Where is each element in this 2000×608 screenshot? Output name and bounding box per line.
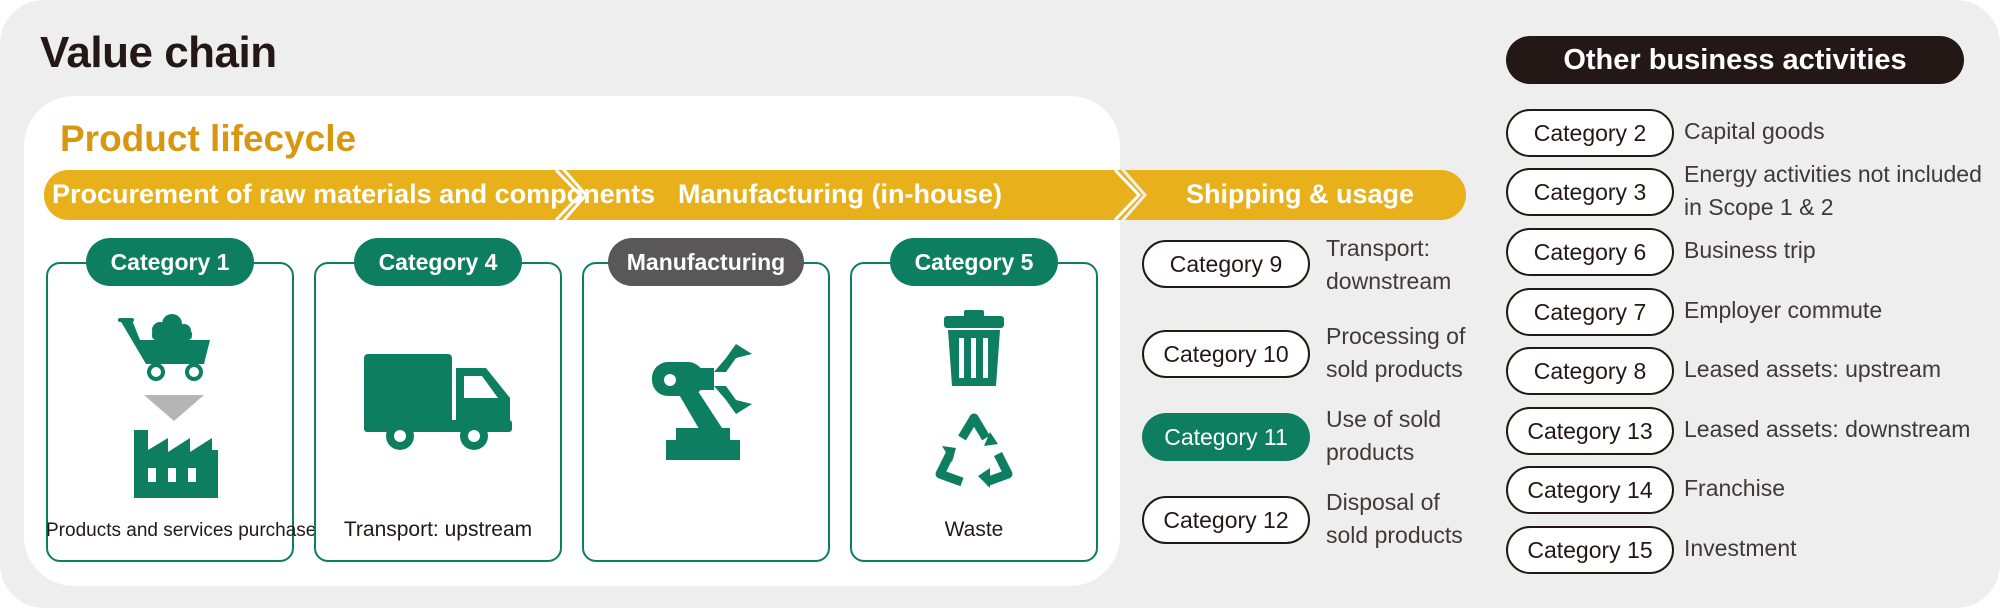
stage-arrow-manufacturing	[566, 170, 1143, 220]
category-6-pill: Category 6	[1506, 228, 1674, 276]
category-11-pill: Category 11	[1142, 413, 1310, 461]
category-11-desc-line1: Use of sold	[1326, 406, 1442, 432]
stage-arrow-procurement	[44, 170, 584, 220]
category-5-badge: Category 5	[890, 238, 1058, 286]
category-8-pill: Category 8	[1506, 347, 1674, 395]
stage-divider-1	[554, 170, 583, 220]
stage-label-procurement: Procurement of raw materials and compone…	[52, 179, 656, 209]
category-9-desc: Transport: downstream	[1326, 232, 1451, 298]
category-14-desc: Franchise	[1684, 475, 1785, 501]
arrow-down-icon	[144, 395, 204, 421]
category-14-pill: Category 14	[1506, 466, 1674, 514]
stage-divider-2	[1113, 170, 1142, 220]
category-12-desc-line2: sold products	[1326, 522, 1463, 548]
category-8-desc: Leased assets: upstream	[1684, 356, 1941, 382]
category-1-caption: Products and services purchased	[46, 520, 327, 541]
category-10-desc: Processing of sold products	[1326, 320, 1465, 386]
category-12-desc-line1: Disposal of	[1326, 489, 1440, 515]
factory-icon	[134, 430, 218, 498]
truck-icon	[364, 354, 512, 450]
category-15-desc: Investment	[1684, 535, 1797, 561]
category-6-desc: Business trip	[1684, 237, 1816, 263]
shopping-cart-icon	[118, 314, 210, 381]
stage-label-shipping: Shipping & usage	[1185, 179, 1414, 209]
category-4-caption: Transport: upstream	[343, 518, 533, 541]
category-4-badge: Category 4	[354, 238, 522, 286]
category-1-badge: Category 1	[86, 238, 254, 286]
category-11-desc-line2: products	[1326, 439, 1415, 465]
category-10-desc-line2: sold products	[1326, 356, 1463, 382]
manufacturing-badge: Manufacturing	[608, 238, 804, 286]
category-9-desc-line1: Transport:	[1326, 235, 1430, 261]
stage-arrow-shipping	[1125, 170, 1466, 220]
robot-arm-icon	[652, 344, 752, 460]
category-7-desc: Employer commute	[1684, 297, 1883, 323]
product-lifecycle-title: Product lifecycle	[60, 118, 357, 159]
stage-label-manufacturing: Manufacturing (in-house)	[678, 179, 1002, 209]
lifecycle-stage-arrows	[44, 170, 1466, 220]
category-3-pill: Category 3	[1506, 168, 1674, 216]
category-2-desc: Capital goods	[1684, 118, 1825, 144]
category-10-desc-line1: Processing of	[1326, 323, 1466, 349]
recycle-icon	[935, 413, 1013, 488]
trash-can-icon	[944, 310, 1004, 386]
category-13-pill: Category 13	[1506, 407, 1674, 455]
category-2-pill: Category 2	[1506, 109, 1674, 157]
category-3-desc-line1: Energy activities not included	[1684, 161, 1982, 187]
category-12-pill: Category 12	[1142, 496, 1310, 544]
category-7-pill: Category 7	[1506, 288, 1674, 336]
category-3-desc: Energy activities not included in Scope …	[1684, 158, 1982, 224]
category-10-pill: Category 10	[1142, 330, 1310, 378]
category-12-desc: Disposal of sold products	[1326, 486, 1463, 552]
other-business-header: Other business activities	[1506, 36, 1964, 84]
page-title: Value chain	[40, 28, 277, 77]
category-11-desc: Use of sold products	[1326, 403, 1441, 469]
category-13-desc: Leased assets: downstream	[1684, 416, 1971, 442]
category-3-desc-line2: in Scope 1 & 2	[1684, 194, 1834, 220]
category-15-pill: Category 15	[1506, 526, 1674, 574]
category-9-pill: Category 9	[1142, 240, 1310, 288]
category-9-desc-line2: downstream	[1326, 268, 1452, 294]
category-5-caption: Waste	[944, 518, 1004, 541]
